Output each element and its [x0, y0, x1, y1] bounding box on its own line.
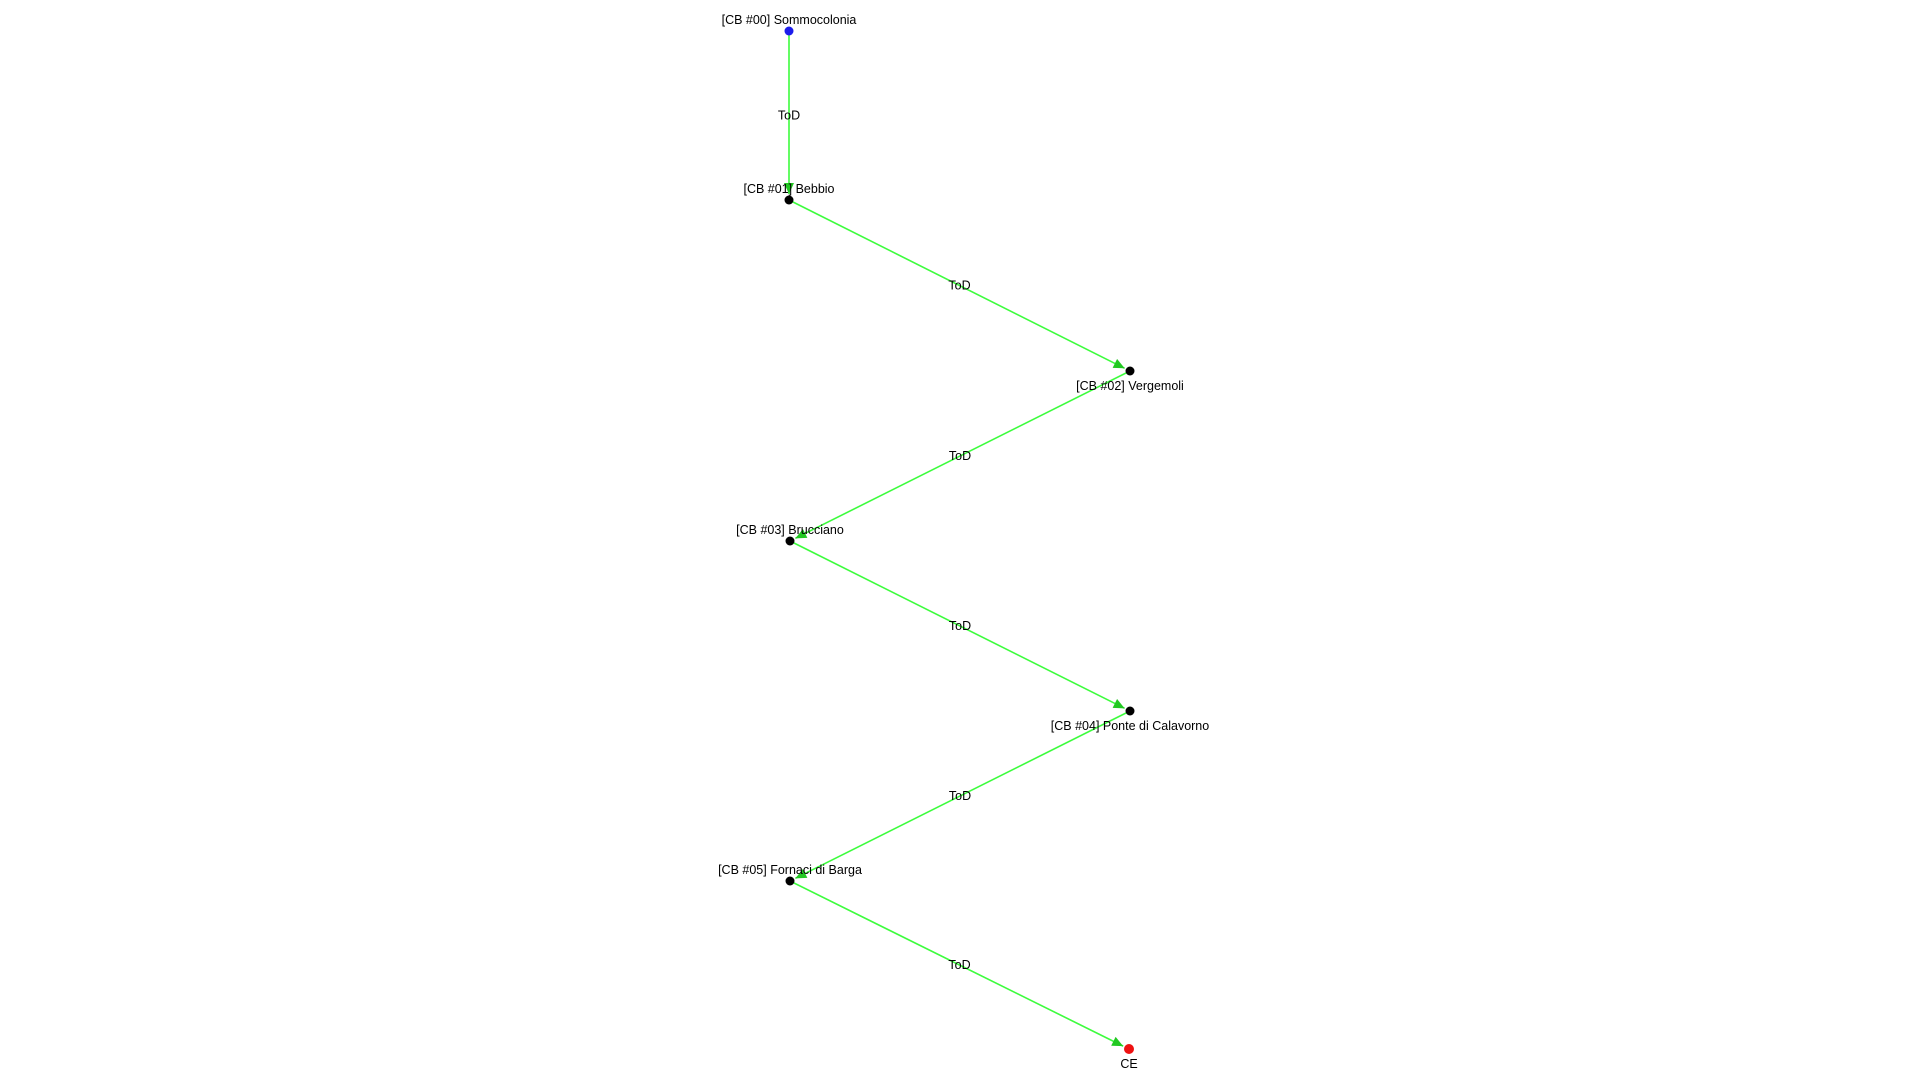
edge-cb05-ce	[789, 880, 1124, 1047]
edge-label-cb04-cb05: ToD	[949, 789, 971, 803]
node-cb02	[1125, 366, 1135, 376]
node-label-cb01: [CB #01] Bebbio	[743, 182, 834, 196]
edge-layer	[784, 31, 1131, 1047]
node-cb03	[785, 536, 795, 546]
edge-label-cb01-cb02: ToD	[948, 279, 970, 293]
node-layer	[784, 26, 1135, 1054]
node-cb01	[784, 195, 794, 205]
node-cb00	[784, 26, 794, 36]
node-cb05	[785, 876, 795, 886]
edge-label-cb02-cb03: ToD	[949, 449, 971, 463]
node-ce	[1124, 1044, 1134, 1054]
edge-cb04-cb05	[795, 710, 1131, 880]
edge-cb02-cb03	[795, 370, 1131, 540]
edge-label-cb00-cb01: ToD	[778, 109, 800, 123]
node-label-cb00: [CB #00] Sommocolonia	[722, 13, 857, 27]
node-label-ce: CE	[1120, 1057, 1137, 1071]
node-label-cb04: [CB #04] Ponte di Calavorno	[1051, 719, 1209, 733]
node-cb04	[1125, 706, 1135, 716]
edge-cb03-cb04	[789, 540, 1125, 710]
edge-cb01-cb02	[788, 199, 1125, 370]
label-layer: ToD ToD ToD ToD ToD ToD [CB #00] Sommocolonia […	[718, 13, 1209, 1071]
node-label-cb02: [CB #02] Vergemoli	[1076, 379, 1184, 393]
node-label-cb05: [CB #05] Fornaci di Barga	[718, 863, 862, 877]
edge-label-cb03-cb04: ToD	[949, 619, 971, 633]
edge-label-cb05-ce: ToD	[948, 958, 970, 972]
node-label-cb03: [CB #03] Brucciano	[736, 523, 844, 537]
